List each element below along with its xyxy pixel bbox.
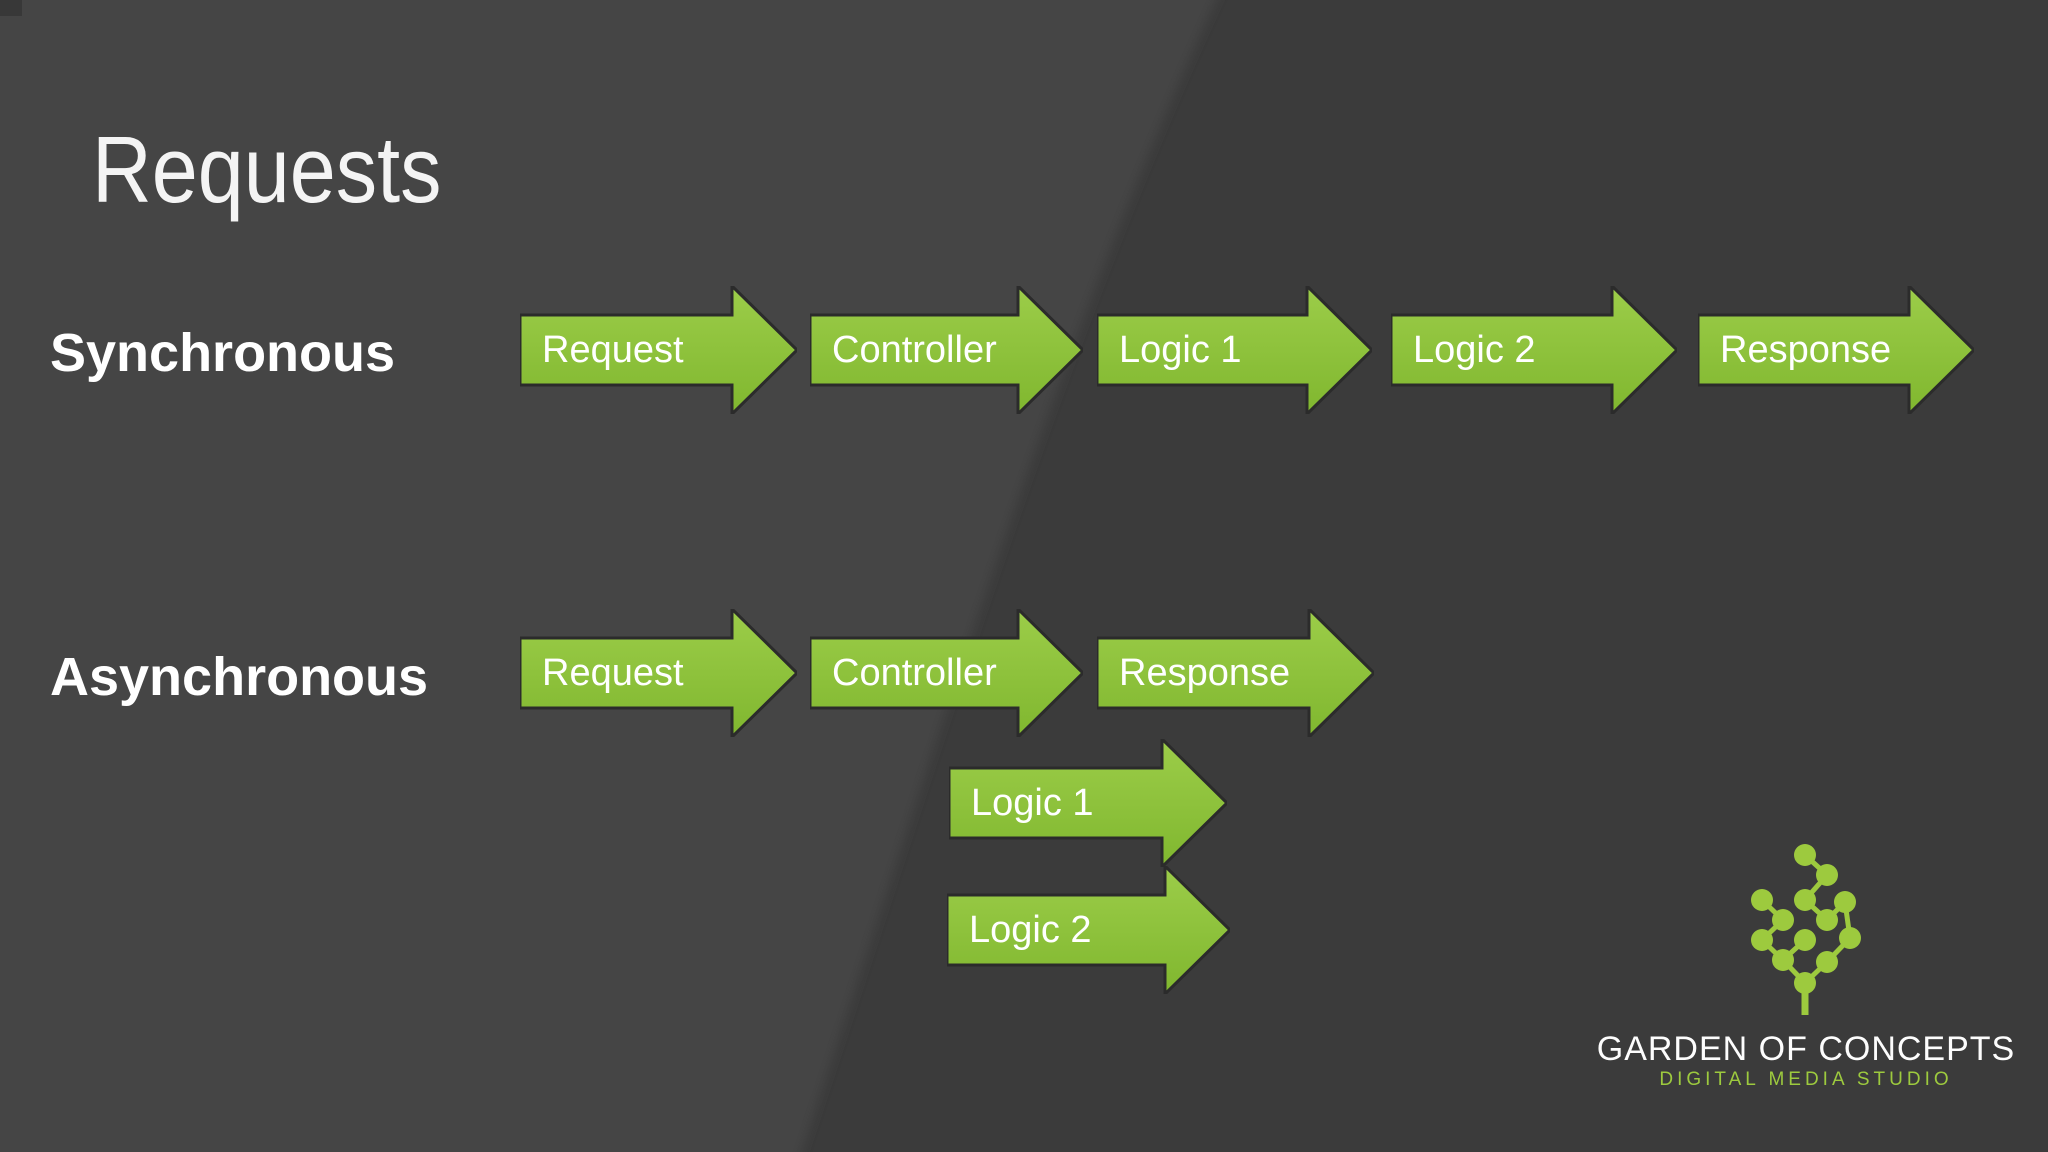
logo-tree-icon [1751, 844, 1861, 1015]
sync-arrow-controller: Controller [810, 286, 1083, 414]
sync-arrow-logic2: Logic 2 [1391, 286, 1677, 414]
async-arrow-response: Response [1097, 609, 1374, 737]
arrow-right-icon [949, 739, 1227, 867]
sync-arrow-logic2-label: Logic 2 [1413, 328, 1536, 371]
sync-arrow-request: Request [520, 286, 797, 414]
async-arrow-logic1: Logic 1 [949, 739, 1227, 867]
async-arrow-request-label: Request [542, 651, 684, 694]
async-arrow-response-label: Response [1119, 651, 1291, 694]
logo-brand-text: GARDEN OF CONCEPTS [1596, 1030, 2016, 1068]
arrow-right-icon [1391, 286, 1677, 414]
arrow-right-icon [1097, 286, 1372, 414]
arrow-right-icon [947, 866, 1230, 994]
arrow-right-icon [810, 286, 1083, 414]
arrow-right-icon [1698, 286, 1974, 414]
sync-arrow-request-label: Request [542, 328, 684, 371]
arrow-right-icon [520, 286, 797, 414]
sync-arrow-response: Response [1698, 286, 1974, 414]
async-arrow-controller: Controller [810, 609, 1083, 737]
async-arrow-request: Request [520, 609, 797, 737]
async-arrow-logic2: Logic 2 [947, 866, 1230, 994]
arrow-right-icon [810, 609, 1083, 737]
arrow-right-icon [520, 609, 797, 737]
sync-arrow-logic1-label: Logic 1 [1119, 328, 1242, 371]
synchronous-label: Synchronous [50, 323, 396, 383]
logo-tagline-text: DIGITAL MEDIA STUDIO [1659, 1069, 1953, 1090]
asynchronous-label: Asynchronous [50, 647, 429, 707]
arrow-right-icon [1097, 609, 1374, 737]
slide-title: Requests [92, 117, 442, 222]
sync-arrow-response-label: Response [1720, 328, 1892, 371]
garden-of-concepts-logo: GARDEN OF CONCEPTS DIGITAL MEDIA STUDIO [1580, 838, 2032, 1098]
async-arrow-logic2-label: Logic 2 [969, 908, 1092, 951]
sync-arrow-logic1: Logic 1 [1097, 286, 1372, 414]
sync-arrow-controller-label: Controller [832, 328, 997, 371]
async-arrow-controller-label: Controller [832, 651, 997, 694]
async-arrow-logic1-label: Logic 1 [971, 781, 1094, 824]
